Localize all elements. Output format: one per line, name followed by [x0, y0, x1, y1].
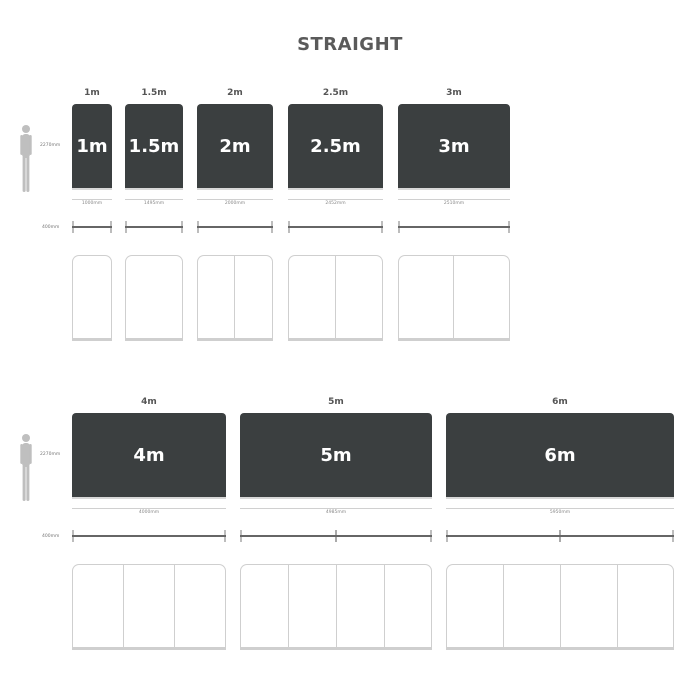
width-dimension-label: 1495mm: [143, 201, 165, 206]
frame-foot: [398, 338, 510, 341]
frame-divider: [503, 565, 505, 647]
width-dimension-label: 2452mm: [325, 201, 346, 206]
frame-divider: [560, 565, 562, 647]
base-rail: [240, 535, 432, 537]
depth-dimension-label: 400mm: [42, 225, 60, 230]
width-dimension-label: 2000mm: [224, 201, 246, 206]
size-label: 1.5m: [141, 88, 167, 98]
frame-outline: [72, 255, 112, 339]
base-rail: [72, 226, 112, 228]
panel-text: 1m: [76, 135, 108, 157]
fabric-panel: 3m: [398, 104, 510, 188]
width-dimension-line: [125, 199, 183, 200]
panel-text: 4m: [133, 444, 165, 466]
width-dimension-line: [288, 199, 383, 200]
frame-divider: [174, 565, 176, 647]
base-rail: [125, 226, 183, 228]
fabric-panel: 2.5m: [288, 104, 383, 188]
frame-foot: [240, 647, 432, 650]
panel-base: [125, 188, 183, 190]
width-dimension-line: [72, 508, 226, 509]
frame-divider: [617, 565, 619, 647]
width-dimension-line: [197, 199, 273, 200]
size-label: 6m: [552, 397, 568, 407]
width-dimension-line: [398, 199, 510, 200]
fabric-panel: 4m: [72, 413, 226, 497]
width-dimension-line: [240, 508, 432, 509]
frame-foot: [197, 338, 273, 341]
frame-foot: [72, 338, 112, 341]
panel-base: [72, 188, 112, 190]
frame-foot: [446, 647, 674, 650]
fabric-panel: 6m: [446, 413, 674, 497]
size-label: 5m: [328, 397, 344, 407]
frame-foot: [125, 338, 183, 341]
frame-foot: [288, 338, 383, 341]
size-label: 4m: [141, 397, 157, 407]
panel-base: [446, 497, 674, 499]
depth-dimension-label: 400mm: [42, 534, 60, 539]
human-silhouette-icon: [20, 434, 32, 501]
width-dimension-label: 1000mm: [81, 201, 103, 206]
frame-foot: [72, 647, 226, 650]
size-label: 1m: [84, 88, 100, 98]
frame-divider: [123, 565, 125, 647]
panel-base: [398, 188, 510, 190]
frame-divider: [335, 256, 337, 338]
base-rail: [398, 226, 510, 228]
size-label: 2m: [227, 88, 243, 98]
height-dimension-label: 2270mm: [40, 452, 61, 457]
frame-outline: [125, 255, 183, 339]
panel-base: [197, 188, 273, 190]
base-rail: [72, 535, 226, 537]
page-title: STRAIGHT: [297, 34, 403, 55]
base-rail: [288, 226, 383, 228]
frame-divider: [288, 565, 290, 647]
fabric-panel: 1.5m: [125, 104, 183, 188]
panel-text: 3m: [438, 135, 470, 157]
frame-divider: [453, 256, 455, 338]
fabric-panel: 2m: [197, 104, 273, 188]
width-dimension-line: [446, 508, 674, 509]
size-label: 2.5m: [322, 88, 349, 98]
fabric-panel: 1m: [72, 104, 112, 188]
panel-base: [240, 497, 432, 499]
width-dimension-line: [72, 199, 112, 200]
width-dimension-label: 4985mm: [325, 510, 347, 515]
panel-base: [288, 188, 383, 190]
height-dimension-label: 2270mm: [40, 143, 61, 148]
base-rail: [197, 226, 273, 228]
frame-divider: [234, 256, 236, 338]
panel-text: 1.5m: [128, 135, 180, 157]
panel-text: 5m: [320, 444, 352, 466]
width-dimension-label: 4000mm: [138, 510, 160, 515]
width-dimension-label: 2510mm: [443, 201, 465, 206]
panel-base: [72, 497, 226, 499]
base-rail: [446, 535, 674, 537]
panel-text: 2m: [219, 135, 251, 157]
human-silhouette-icon: [20, 125, 32, 192]
panel-text: 6m: [544, 444, 576, 466]
fabric-panel: 5m: [240, 413, 432, 497]
frame-outline: [72, 564, 226, 648]
frame-divider: [384, 565, 386, 647]
panel-text: 2.5m: [310, 135, 361, 157]
size-label: 3m: [446, 88, 462, 98]
width-dimension-label: 5950mm: [549, 510, 571, 515]
frame-divider: [336, 565, 338, 647]
